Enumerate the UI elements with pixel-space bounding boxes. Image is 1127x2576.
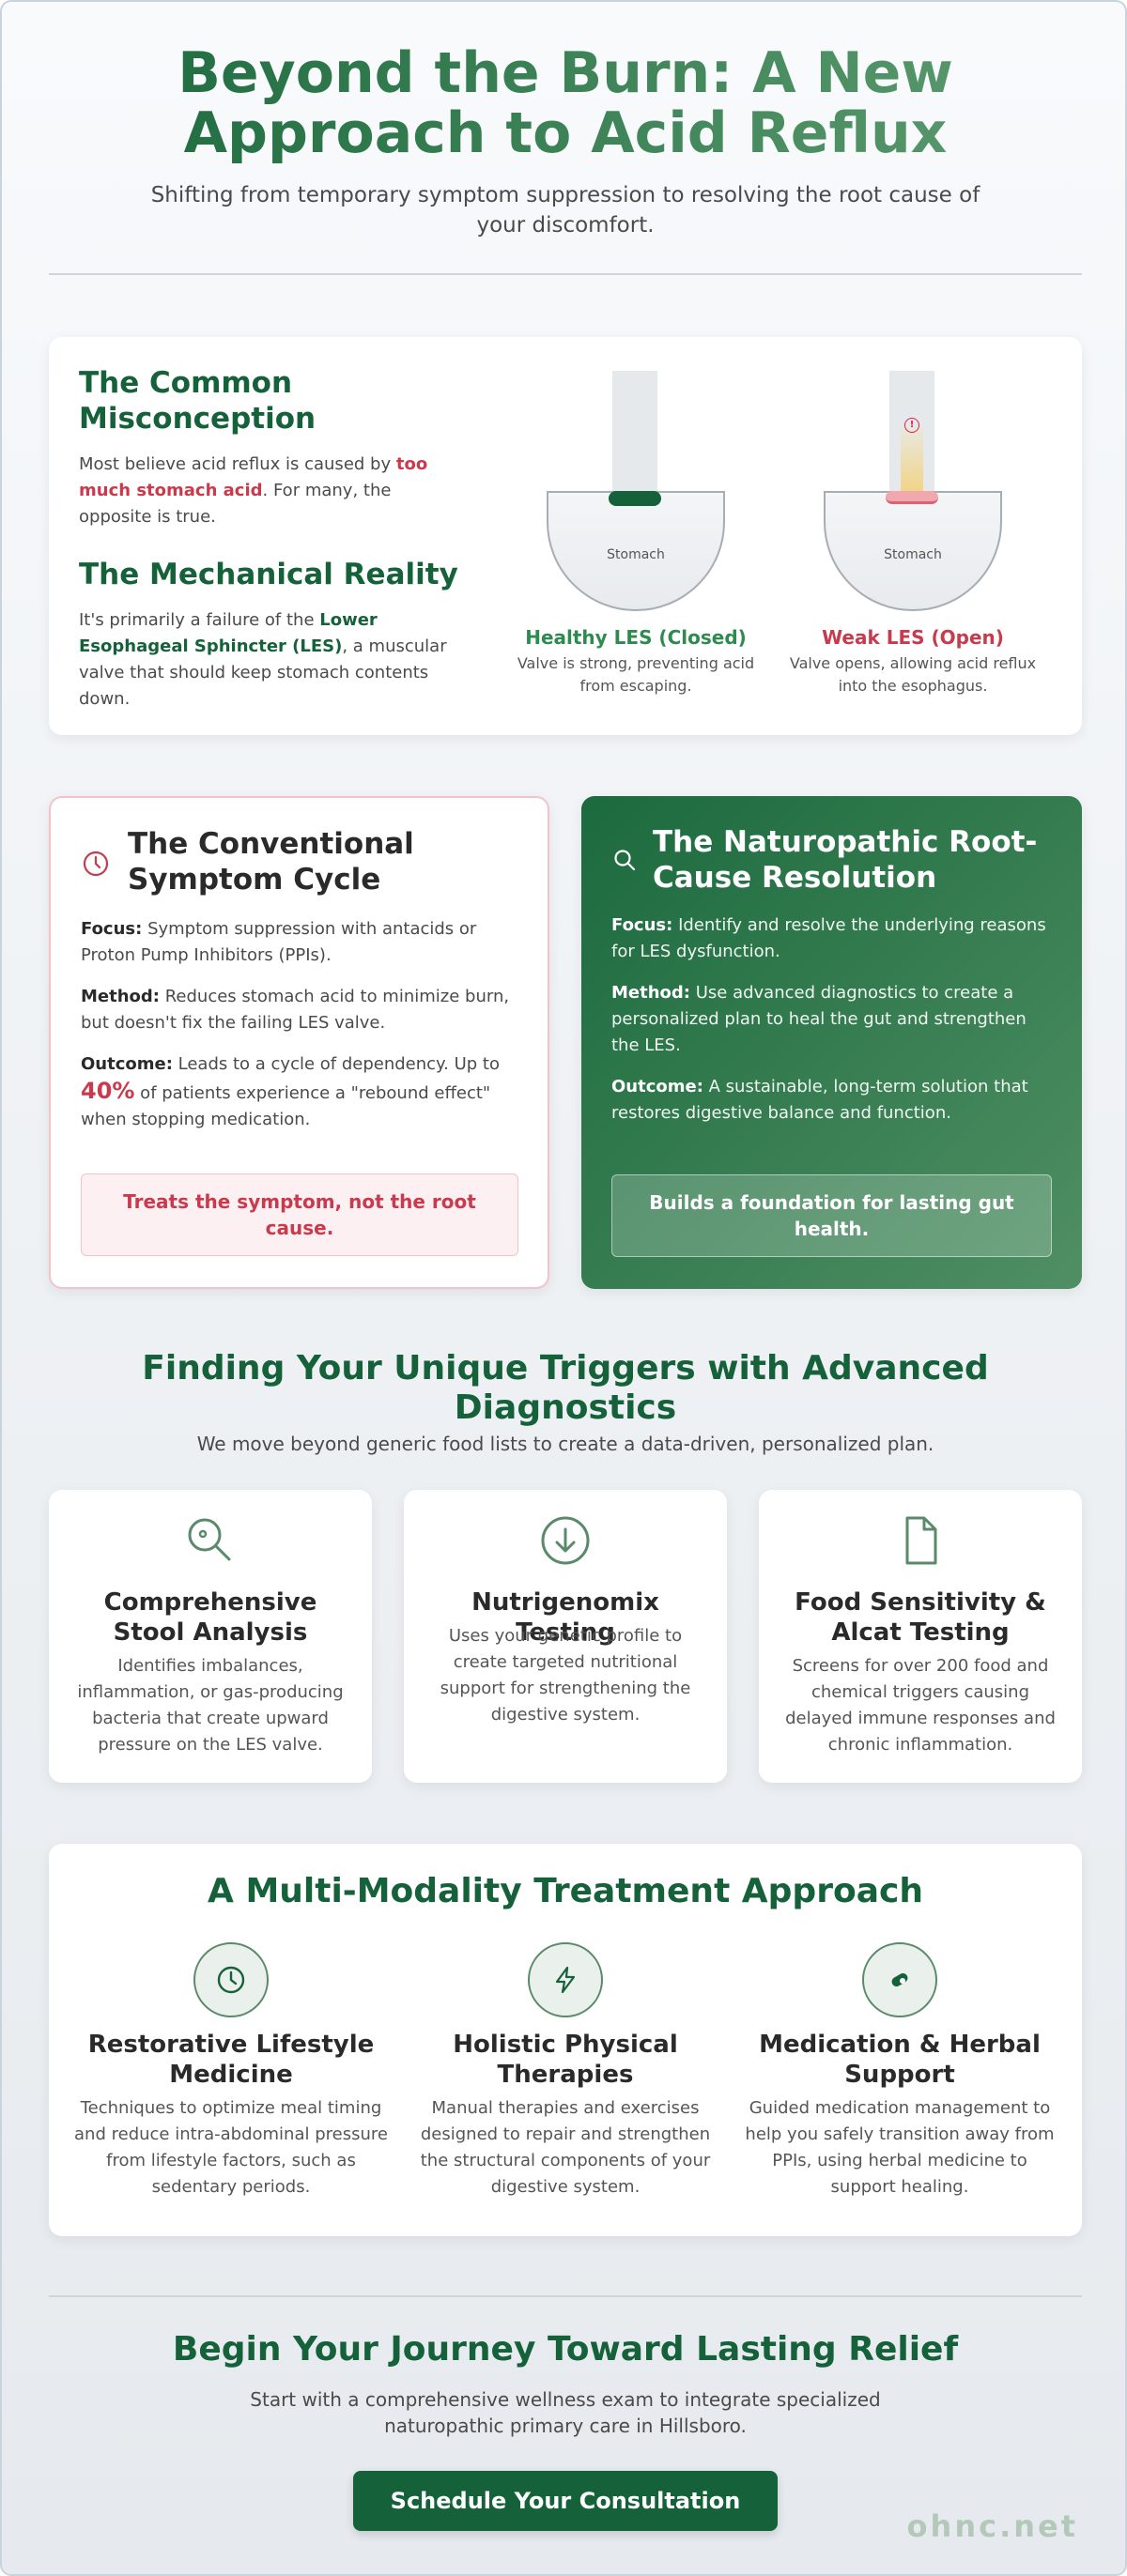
page-subtitle: Shifting from temporary symptom suppress… [150, 183, 980, 238]
conventional-card: The Conventional Symptom Cycle Focus: Sy… [49, 796, 549, 1289]
healthy-les-title: Healthy LES (Closed) [525, 626, 747, 649]
clock-icon [81, 849, 111, 879]
card-title: Nutrigenomix Testing [471, 1588, 659, 1647]
magnifier-icon [182, 1512, 239, 1569]
card-title: Comprehensive Stool Analysis [103, 1588, 317, 1647]
naturopathic-focus: Focus: Identify and resolve the underlyi… [611, 915, 1046, 961]
hero: Beyond the Burn: A New Approach to Acid … [2, 43, 1125, 240]
card-desc: Uses your genetic profile to create targ… [440, 1626, 691, 1725]
search-icon [611, 847, 638, 873]
treatment-icon-circle [193, 1942, 269, 2017]
cta-subtitle: Start with a comprehensive wellness exam… [250, 2388, 881, 2437]
divider [49, 273, 1082, 275]
les-open-valve [886, 491, 938, 504]
naturopathic-outcome: Outcome: A sustainable, long-term soluti… [611, 1077, 1028, 1123]
treatment-item-title: Medication & Herbal Support [759, 2031, 1041, 2089]
diagnostics-title: Finding Your Unique Triggers with Advanc… [142, 1349, 989, 1427]
treatment-item-desc: Manual therapies and exercises designed … [420, 2098, 711, 2197]
treatment-item-title: Holistic Physical Therapies [453, 2031, 678, 2089]
treatment-item-title: Restorative Lifestyle Medicine [87, 2031, 375, 2089]
diagnostics-subtitle: We move beyond generic food lists to cre… [196, 1433, 934, 1455]
page-title: Beyond the Burn: A New Approach to Acid … [96, 43, 1035, 163]
diagnostic-card-stool: Comprehensive Stool Analysis Identifies … [49, 1490, 372, 1783]
healthy-les-diagram: Stomach [547, 371, 725, 615]
treatment-icon-circle [862, 1942, 937, 2017]
weak-les-desc: Valve opens, allowing acid reflux into t… [789, 654, 1037, 695]
treatment-icon-circle [528, 1942, 603, 2017]
stomach-label: Stomach [884, 547, 942, 562]
treatment-title: A Multi-Modality Treatment Approach [208, 1872, 923, 1910]
misconception-text: Most believe acid reflux is caused by to… [79, 454, 428, 527]
weak-les-diagram: ! Stomach [824, 371, 1002, 615]
site-watermark: ohnc.net [906, 2508, 1078, 2544]
reality-text: It's primarily a failure of the Lower Es… [79, 610, 447, 709]
healthy-les-desc: Valve is strong, preventing acid from es… [517, 654, 755, 695]
treatment-item-desc: Guided medication management to help you… [745, 2098, 1055, 2197]
pill-icon [891, 1973, 908, 1986]
card-desc: Identifies imbalances, inflammation, or … [77, 1656, 344, 1755]
naturopathic-method: Method: Use advanced diagnostics to crea… [611, 983, 1027, 1055]
misconception-title: The Common Misconception [79, 366, 316, 436]
conventional-outcome: Outcome: Leads to a cycle of dependency.… [81, 1054, 500, 1129]
weak-les-title: Weak LES (Open) [822, 626, 1004, 649]
divider [49, 2295, 1082, 2297]
schedule-consultation-button[interactable]: Schedule Your Consultation [353, 2471, 778, 2531]
treatment-card: A Multi-Modality Treatment Approach Rest… [49, 1844, 1082, 2236]
stomach-label: Stomach [607, 547, 665, 562]
conventional-method: Method: Reduces stomach acid to minimize… [81, 987, 510, 1033]
naturopathic-callout: Builds a foundation for lasting gut heal… [611, 1174, 1052, 1257]
conventional-title: The Conventional Symptom Cycle [128, 827, 414, 897]
esophagus [612, 371, 657, 493]
card-desc: Screens for over 200 food and chemical t… [785, 1656, 1056, 1755]
naturopathic-title: The Naturopathic Root-Cause Resolution [653, 825, 1038, 895]
treatment-item-desc: Techniques to optimize meal timing and r… [74, 2098, 388, 2197]
conventional-callout: Treats the symptom, not the root cause. [81, 1173, 518, 1256]
misconception-card: The Common Misconception Most believe ac… [49, 337, 1082, 735]
les-closed-valve [609, 491, 661, 506]
conventional-focus: Focus: Symptom suppression with antacids… [81, 919, 477, 965]
diagnostic-card-nutrigenomix: Nutrigenomix Testing Uses your genetic p… [404, 1490, 727, 1783]
reality-title: The Mechanical Reality [79, 558, 458, 591]
clock-icon [217, 1966, 245, 1994]
lightning-icon [555, 1966, 576, 1994]
acid-reflux [901, 427, 923, 498]
rebound-stat: 40% [81, 1078, 135, 1104]
diagnostic-card-food-sensitivity: Food Sensitivity & Alcat Testing Screens… [759, 1490, 1082, 1783]
card-title: Food Sensitivity & Alcat Testing [795, 1588, 1046, 1647]
cta-title: Begin Your Journey Toward Lasting Relief [172, 2330, 959, 2369]
document-icon [892, 1512, 949, 1569]
warning-icon: ! [904, 418, 919, 433]
arrow-down-circle-icon [537, 1512, 594, 1569]
naturopathic-card: The Naturopathic Root-Cause Resolution F… [581, 796, 1082, 1289]
